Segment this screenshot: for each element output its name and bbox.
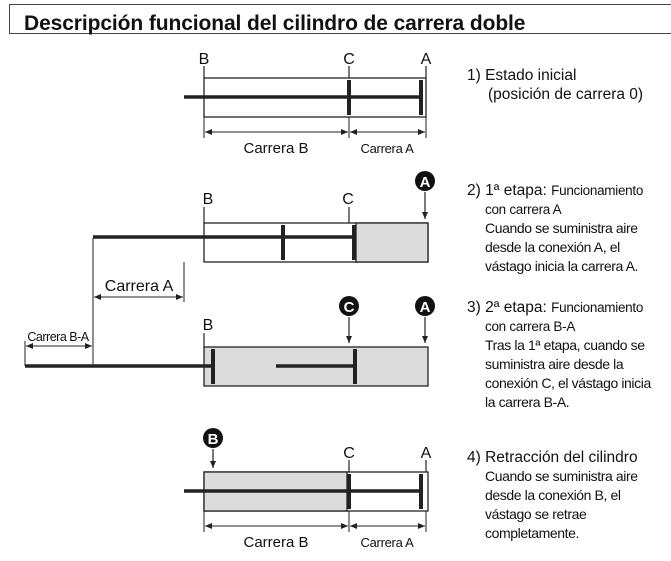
port-b-label: B bbox=[203, 317, 214, 334]
port-b-marker-icon bbox=[203, 428, 223, 448]
step-2-sep: : bbox=[542, 182, 552, 199]
step-3-sep: : bbox=[542, 299, 552, 316]
port-b-marker-label: B bbox=[208, 431, 219, 448]
port-a-marker-label: A bbox=[420, 174, 431, 191]
stage-2-diagram: B C A Carrera A bbox=[92, 171, 435, 302]
step-2-number: 2) bbox=[467, 182, 486, 199]
step-3-number: 3) bbox=[467, 299, 486, 316]
port-a-marker-label: A bbox=[420, 299, 431, 316]
piston-c bbox=[211, 349, 215, 384]
port-b-label: B bbox=[199, 51, 210, 68]
step-3-line: con carrera B-A bbox=[485, 319, 576, 334]
step-3-name: 2ª etapa bbox=[485, 299, 543, 316]
title-bar: Descripción funcional del cilindro de ca… bbox=[9, 4, 671, 35]
step-2-line: con carrera A bbox=[485, 202, 562, 217]
step-4-number: 4) bbox=[467, 449, 486, 466]
step-2-name: 1ª etapa bbox=[485, 182, 543, 199]
piston-a bbox=[419, 474, 423, 509]
port-a-marker-icon bbox=[415, 171, 435, 191]
stroke-a-label: Carrera A bbox=[361, 535, 415, 550]
piston-a bbox=[353, 349, 357, 384]
port-a-marker-icon bbox=[415, 296, 435, 316]
port-c-label: C bbox=[342, 191, 354, 208]
step-4-text: 4) Retracción del cilindro Cuando se sum… bbox=[467, 448, 638, 543]
step-1-name: Estado inicial bbox=[485, 67, 577, 84]
piston-c bbox=[347, 80, 351, 115]
step-4-name: Retracción del cilindro bbox=[485, 449, 638, 466]
step-2-text: 2) 1ª etapa: Funcionamiento con carrera … bbox=[467, 181, 643, 276]
port-c-marker-label: C bbox=[344, 299, 355, 316]
stroke-b-label: Carrera B bbox=[243, 140, 308, 157]
step-3-func: Funcionamiento bbox=[551, 300, 644, 315]
step-1-number: 1) bbox=[467, 67, 486, 84]
stroke-ba-label: Carrera B-A bbox=[27, 330, 89, 344]
step-2-line: desde la conexión A, el bbox=[485, 239, 620, 255]
piston-a bbox=[419, 80, 423, 115]
stage-3-diagram: B C A Carrera B-A bbox=[24, 296, 435, 387]
port-b-label: B bbox=[203, 191, 214, 208]
step-4-line: vástago se retrae bbox=[485, 506, 587, 522]
stroke-a-label: Carrera A bbox=[105, 278, 174, 295]
stage-4-diagram: B C A Carrera B Carrera A bbox=[184, 428, 432, 551]
step-3-text: 3) 2ª etapa: Funcionamiento con carrera … bbox=[467, 298, 651, 412]
step-1-text: 1) Estado inicial (posición de carrera 0… bbox=[467, 66, 643, 104]
step-2-func: Funcionamiento bbox=[551, 183, 644, 198]
port-c-label: C bbox=[343, 445, 355, 462]
step-2-line: vástago inicia la carrera A. bbox=[485, 258, 638, 274]
step-3-line: Tras la 1ª etapa, cuando se bbox=[485, 337, 645, 353]
page-title: Descripción funcional del cilindro de ca… bbox=[24, 12, 526, 35]
step-3-line: suministra aire desde la bbox=[485, 356, 624, 372]
step-4-line: Cuando se suministra aire bbox=[485, 468, 638, 484]
step-3-line: conexión C, el vástago inicia bbox=[485, 375, 651, 391]
piston-c bbox=[281, 225, 285, 260]
port-c-label: C bbox=[343, 51, 355, 68]
piston-a bbox=[352, 225, 356, 260]
piston-c bbox=[347, 474, 351, 509]
step-3-line: la carrera B-A. bbox=[485, 394, 570, 410]
step-1-sub: (posición de carrera 0) bbox=[488, 86, 644, 103]
stroke-a-label: Carrera A bbox=[361, 141, 415, 156]
step-4-line: completamente. bbox=[485, 525, 580, 541]
step-2-line: Cuando se suministra aire bbox=[485, 220, 638, 236]
port-a-label: A bbox=[421, 445, 432, 462]
stage-1-diagram: B C A Carrera B Carrera A bbox=[184, 51, 432, 157]
port-c-marker-icon bbox=[339, 296, 359, 316]
port-a-label: A bbox=[421, 51, 432, 68]
pressurized-chamber bbox=[355, 222, 429, 263]
stroke-b-label: Carrera B bbox=[243, 534, 308, 551]
step-4-line: desde la conexión B, el bbox=[485, 487, 621, 503]
